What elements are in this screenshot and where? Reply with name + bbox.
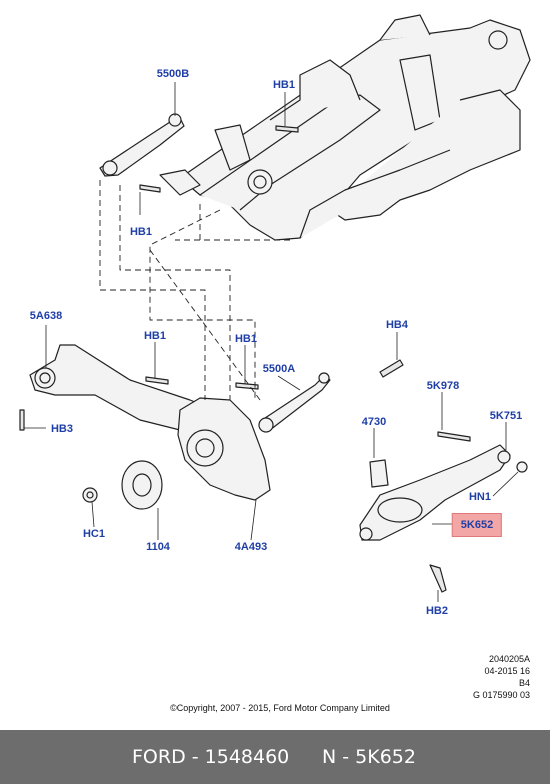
callout-5K751: 5K751 [489,410,523,422]
callout-5K652-highlighted: 5K652 [451,513,503,537]
footer-part-number: FORD - 1548460 [132,746,290,768]
callout-hb2: HB2 [425,605,449,617]
callout-hb1-top: HB1 [272,79,296,91]
lower-arm-5K652 [359,444,511,541]
exploded-parts-diagram [19,14,531,602]
callout-hb4: HB4 [385,319,409,331]
callout-5500B: 5500B [156,68,190,80]
callout-1104: 1104 [146,541,170,553]
callout-hc1: HC1 [82,528,106,540]
callout-hb1-left: HB1 [129,226,153,238]
bump-stop-4730 [369,459,389,488]
assembly-dash-lines [99,180,290,401]
callout-hb1-mid: HB1 [143,330,167,342]
footer-reference: N - 5K652 [322,746,416,768]
meta-line-3: B4 [518,678,530,688]
knuckle-4A493 [177,397,271,501]
callout-5K978: 5K978 [426,380,460,392]
callout-hn1: HN1 [468,491,492,503]
meta-line-2: 04-2015 16 [484,666,530,676]
bolts [19,125,471,593]
drawing-reference: 2040205A 04-2015 16 B4 G 0175990 03 [473,653,530,701]
callout-5A638: 5A638 [29,310,63,322]
meta-line-1: 2040205A [488,654,530,664]
callout-4A493: 4A493 [234,541,268,553]
lateral-link-5500A [258,372,331,433]
footer-bar: FORD - 1548460 N - 5K652 [0,730,550,784]
nut-HN1 [516,461,528,473]
hub-1104 [82,460,163,510]
subframe [159,14,531,241]
upper-arm-5500B [99,113,185,177]
callout-hb1-mid2: HB1 [234,333,258,345]
callout-5500A: 5500A [262,363,296,375]
callout-leaders [24,82,519,602]
callout-hb3: HB3 [50,423,74,435]
meta-line-4: G 0175990 03 [472,690,530,700]
callout-4730: 4730 [361,416,387,428]
copyright-notice: ©Copyright, 2007 - 2015, Ford Motor Comp… [170,703,390,713]
